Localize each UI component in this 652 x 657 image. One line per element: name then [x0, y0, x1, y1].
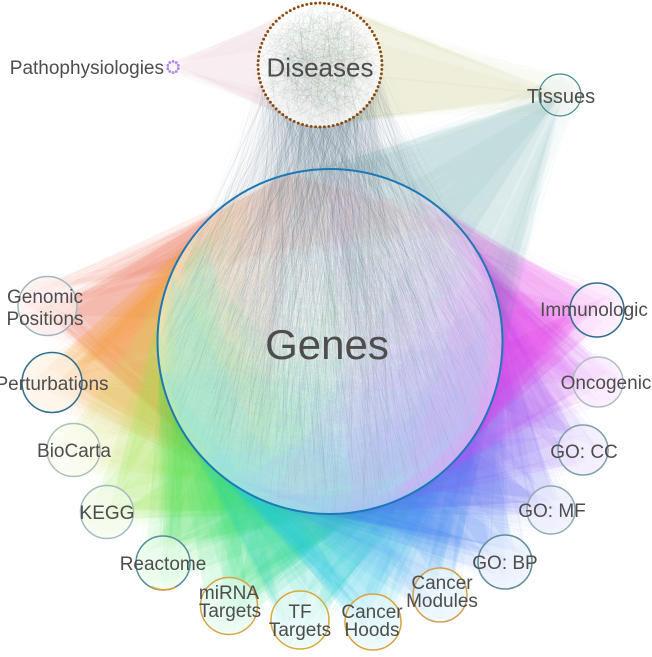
svg-text:Perturbations: Perturbations	[0, 374, 109, 395]
svg-text:BioCarta: BioCarta	[37, 441, 111, 462]
svg-text:Targets: Targets	[199, 601, 261, 622]
svg-text:Genomic: Genomic	[7, 287, 83, 308]
svg-text:TF: TF	[288, 602, 311, 623]
svg-text:Cancer: Cancer	[411, 573, 473, 594]
svg-text:KEGG: KEGG	[80, 503, 135, 524]
svg-text:GO: MF: GO: MF	[518, 501, 586, 522]
svg-text:GO: BP: GO: BP	[472, 553, 537, 574]
svg-text:Reactome: Reactome	[120, 554, 207, 575]
svg-text:Oncogenic: Oncogenic	[561, 373, 652, 394]
svg-text:Diseases: Diseases	[267, 53, 374, 83]
svg-text:Cancer: Cancer	[341, 602, 403, 623]
svg-text:Tissues: Tissues	[527, 86, 595, 108]
svg-text:GO: CC: GO: CC	[550, 442, 618, 463]
svg-text:miRNA: miRNA	[199, 583, 259, 604]
svg-text:Pathophysiologies: Pathophysiologies	[10, 58, 164, 79]
svg-text:Genes: Genes	[265, 321, 389, 368]
svg-text:Positions: Positions	[6, 309, 83, 330]
svg-text:Immunologic: Immunologic	[540, 300, 648, 321]
svg-text:Targets: Targets	[269, 620, 331, 641]
svg-text:Modules: Modules	[406, 591, 478, 612]
svg-text:Hoods: Hoods	[345, 620, 400, 641]
